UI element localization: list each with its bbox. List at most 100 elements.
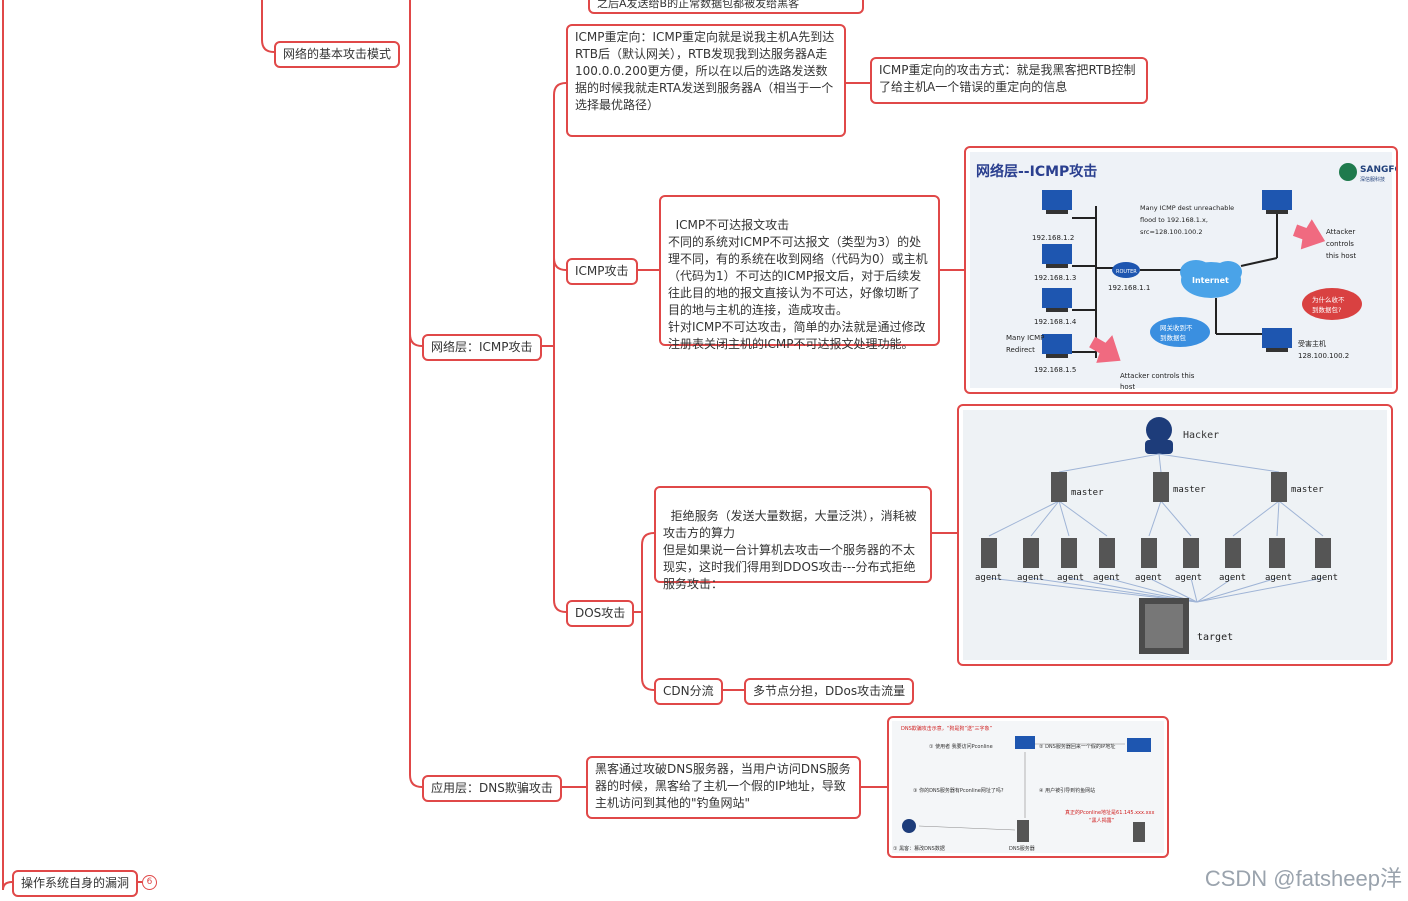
dns-spoof-figure: DNS欺骗攻击示意，“狗是狗”送“三字象” ① 使用者 我要访问Pconline…	[887, 716, 1169, 858]
branch-cdn	[641, 545, 655, 691]
node-icmp-attack[interactable]: ICMP攻击	[566, 258, 638, 285]
master-label-3: master	[1291, 485, 1324, 495]
icmp-attack-diagram: 网络层--ICMP攻击 SANGFOR 深信服科技 192.168.1.2 19…	[970, 152, 1396, 391]
icmp-attack-figure: 网络层--ICMP攻击 SANGFOR 深信服科技 192.168.1.2 19…	[964, 146, 1398, 394]
node-dos-desc-text: 拒绝服务（发送大量数据，大量泛洪），消耗被攻击方的算力 但是如果说一台计算机去攻…	[663, 509, 917, 591]
sangfor-logo-icon	[1339, 163, 1357, 181]
hacker-icon: Hacker	[1145, 417, 1219, 454]
branch-app-layer	[409, 0, 423, 788]
csdn-watermark: CSDN @fatsheep洋	[1204, 866, 1402, 891]
node-network-icmp[interactable]: 网络层：ICMP攻击	[422, 334, 542, 361]
agent-label-2: agent	[1017, 573, 1044, 583]
root-branch-line	[2, 0, 13, 891]
node-dns-desc-text: 黑客通过攻破DNS服务器，当用户访问DNS服务器的时候，黑客给了主机一个假的IP…	[595, 762, 851, 810]
agent-label-9: agent	[1311, 573, 1338, 583]
node-network-icmp-label: 网络层：ICMP攻击	[431, 340, 533, 354]
agent-server-2: agent	[1017, 538, 1044, 583]
master-label-2: master	[1173, 485, 1206, 495]
dns-step4: ④ 用户被引导到钓鱼网站	[1039, 787, 1095, 794]
node-cdn[interactable]: CDN分流	[654, 678, 723, 705]
node-os-vuln-count-badge[interactable]: 6	[142, 875, 157, 890]
node-basic-attack-label: 网络的基本攻击模式	[283, 47, 392, 61]
node-icmp-redirect-attack[interactable]: ICMP重定向的攻击方式：就是我黑客把RTB控制了给主机A一个错误的重定向的信息	[870, 57, 1148, 104]
master-server-2: master	[1153, 472, 1206, 502]
router-label: ROUTER	[1116, 269, 1137, 275]
node-basic-attack[interactable]: 网络的基本攻击模式	[274, 41, 401, 68]
user-pc-icon	[1015, 736, 1035, 749]
sangfor-logo-text: SANGFOR	[1360, 165, 1396, 175]
node-icmp-unreachable[interactable]: ICMP不可达报文攻击 不同的系统对ICMP不可达报文（类型为3）的处理不同，有…	[659, 195, 940, 351]
branch-icmp-redirect	[553, 82, 567, 96]
victim-ip: 128.100.100.2	[1298, 352, 1349, 360]
branch-icmp-attack	[553, 257, 567, 271]
node-dos-desc[interactable]: 拒绝服务（发送大量数据，大量泛洪），消耗被攻击方的算力 但是如果说一台计算机去攻…	[654, 486, 932, 591]
attacker-text-1: Attacker	[1326, 228, 1355, 236]
host-pc-1: 192.168.1.2	[1032, 190, 1096, 242]
node-cdn-label: CDN分流	[663, 684, 714, 698]
host-pc-3: 192.168.1.4	[1034, 288, 1096, 326]
dns-hacker-caption: ① 黑客：篡改DNS数据	[893, 845, 945, 852]
branch-basic-attack	[261, 0, 275, 53]
dns-caption: DNS欺骗攻击示意，“狗是狗”送“三字象”	[901, 725, 993, 732]
node-os-vuln-count: 6	[146, 877, 153, 887]
agent-server-5: agent	[1135, 538, 1162, 583]
agent-server-3: agent	[1057, 538, 1084, 583]
agent-label-4: agent	[1093, 573, 1120, 583]
host-pc-4: 192.168.1.5	[1034, 334, 1096, 374]
dns-fake-ip2: “黑人揭露”	[1089, 817, 1115, 824]
dns-flow-lines	[918, 743, 1125, 831]
node-icmp-redirect[interactable]: ICMP重定向：ICMP重定向就是说我主机A先到达RTB后（默认网关），RTB发…	[566, 24, 846, 137]
agent-label-3: agent	[1057, 573, 1084, 583]
host-ip-3: 192.168.1.4	[1034, 318, 1077, 326]
agent-server-9: agent	[1311, 538, 1338, 583]
node-cdn-desc-text: 多节点分担，DDos攻击流量	[753, 684, 906, 698]
master-label-1: master	[1071, 488, 1104, 498]
node-dns-desc[interactable]: 黑客通过攻破DNS服务器，当用户访问DNS服务器的时候，黑客给了主机一个假的IP…	[586, 756, 861, 819]
host-ip-4: 192.168.1.5	[1034, 366, 1076, 374]
host-ip-2: 192.168.1.3	[1034, 274, 1076, 282]
node-os-vuln[interactable]: 操作系统自身的漏洞	[12, 870, 139, 897]
router-ip: 192.168.1.1	[1108, 284, 1150, 292]
many-icmp-line2: Redirect	[1006, 346, 1035, 354]
node-icmp-redirect-text: ICMP重定向：ICMP重定向就是说我主机A先到达RTB后（默认网关），RTB发…	[575, 30, 835, 112]
attacker-pc-top	[1240, 190, 1292, 267]
agent-label-5: agent	[1135, 573, 1162, 583]
real-site-server-icon	[1133, 822, 1145, 842]
node-icmp-redirect-attack-text: ICMP重定向的攻击方式：就是我黑客把RTB控制了给主机A一个错误的重定向的信息	[879, 63, 1136, 94]
many-icmp-line1: Many ICMP	[1006, 334, 1044, 342]
top-partial-node[interactable]: 之后A发送给B的正常数据包都被发给黑客	[588, 0, 864, 14]
gateway-bubble: 网关收到不 到数据包	[1150, 317, 1210, 347]
agent-label-7: agent	[1219, 573, 1246, 583]
dns-spoof-diagram: DNS欺骗攻击示意，“狗是狗”送“三字象” ① 使用者 我要访问Pconline…	[892, 721, 1164, 853]
branch-network-layer	[409, 333, 423, 347]
dns-server-label: DNS服务器	[1009, 845, 1035, 852]
dns-step1: ① 使用者 我要访问Pconline	[929, 743, 993, 750]
gateway-bubble-line1: 网关收到不	[1160, 323, 1193, 332]
target-server: target	[1139, 598, 1233, 654]
node-os-vuln-label: 操作系统自身的漏洞	[21, 876, 130, 890]
node-dos-label: DOS攻击	[575, 606, 626, 620]
flood-text-1: Many ICMP dest unreachable	[1140, 204, 1234, 212]
node-cdn-desc[interactable]: 多节点分担，DDos攻击流量	[744, 678, 915, 705]
agent-server-7: agent	[1219, 538, 1246, 583]
victim-pc: 受害主机 128.100.100.2	[1262, 328, 1349, 360]
node-app-dns[interactable]: 应用层：DNS欺骗攻击	[422, 775, 562, 802]
attacker-bottom-line1: Attacker controls this	[1120, 372, 1195, 380]
gateway-bubble-line2: 到数据包	[1160, 333, 1187, 342]
dns-step2: ② DNS服务器回来一个假的IP地址	[1039, 743, 1115, 750]
agent-server-1: agent	[975, 538, 1002, 583]
attacker-arrow-bottom-icon	[1089, 335, 1121, 363]
node-dos[interactable]: DOS攻击	[566, 600, 635, 627]
dns-hacker-icon	[902, 819, 916, 833]
dns-step3: ③ 你的DNS服务器有Pconline网址了吗?	[913, 787, 1004, 794]
agent-server-4: agent	[1093, 538, 1120, 583]
dns-server-icon	[1017, 820, 1029, 842]
attacker-bottom-line2: host	[1120, 383, 1135, 391]
target-label: target	[1197, 632, 1233, 643]
dns-fake-ip: 真正的Pconline地址是61.145.xxx.xxx	[1065, 809, 1154, 816]
node-app-dns-label: 应用层：DNS欺骗攻击	[431, 781, 553, 795]
flood-text-2: flood to 192.168.1.x,	[1140, 216, 1208, 224]
ddos-figure: Hacker master master master agent agent …	[957, 404, 1393, 666]
master-server-1: master	[1051, 472, 1104, 502]
master-server-3: master	[1271, 472, 1324, 502]
